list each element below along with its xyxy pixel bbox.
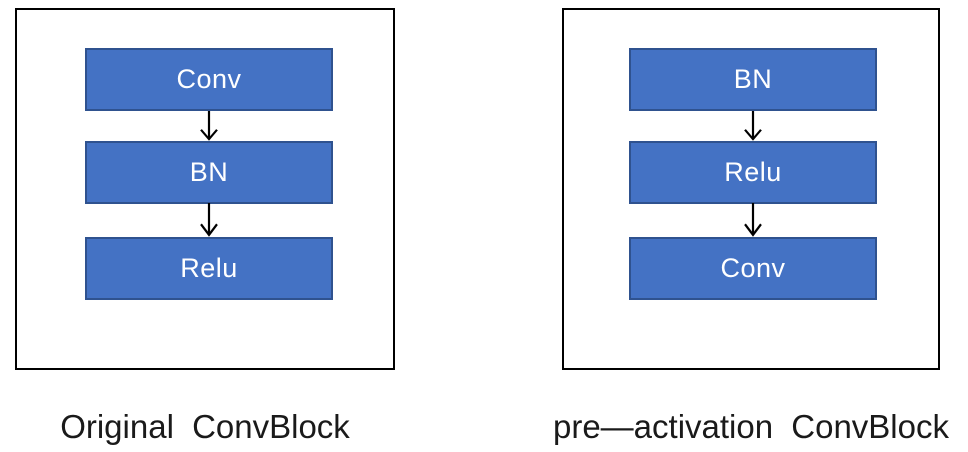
preactivation-convblock-panel: BN Relu Conv [562, 8, 940, 370]
node-bn: BN [85, 141, 333, 204]
preactivation-convblock-caption: pre—activation ConvBlock [552, 408, 949, 445]
node-conv: Conv [629, 237, 877, 300]
original-convblock-panel: Conv BN Relu [15, 8, 395, 370]
down-arrow-icon [740, 203, 766, 237]
down-arrow-icon [196, 203, 222, 237]
down-arrow-icon [740, 111, 766, 141]
original-convblock-caption: Original ConvBlock [60, 408, 350, 445]
node-relu: Relu [629, 141, 877, 204]
node-conv: Conv [85, 48, 333, 111]
node-relu: Relu [85, 237, 333, 300]
node-bn: BN [629, 48, 877, 111]
down-arrow-icon [196, 111, 222, 141]
